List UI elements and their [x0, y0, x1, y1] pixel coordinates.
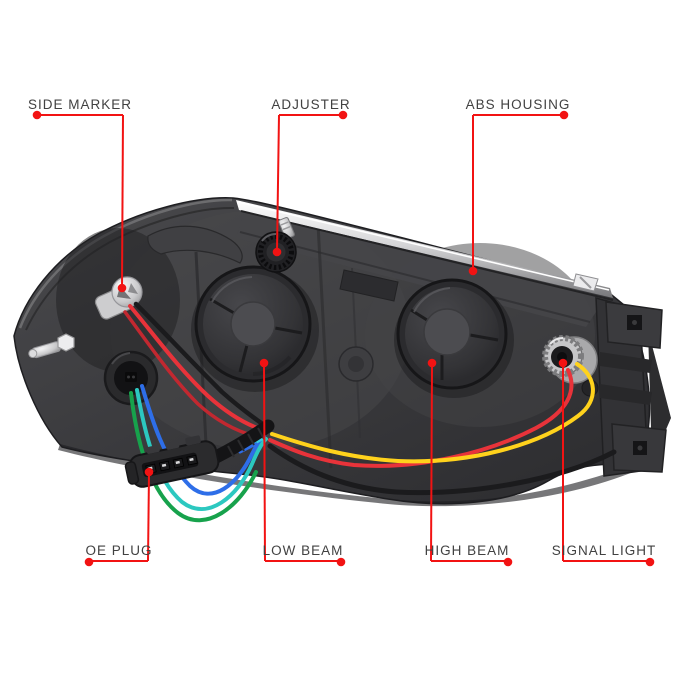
chrome-trim-strip — [236, 200, 614, 301]
callout-side-marker — [32, 110, 127, 293]
callout-abs-housing — [468, 110, 569, 276]
label-adjuster: ADJUSTER — [271, 97, 351, 112]
callout-high-beam — [427, 358, 513, 567]
callout-signal-light — [558, 358, 655, 567]
label-oe-plug: OE PLUG — [85, 543, 153, 558]
callout-annotations — [32, 110, 655, 567]
mounting-bracket — [581, 297, 671, 477]
high-beam-cap — [394, 278, 514, 398]
callout-low-beam — [259, 358, 346, 567]
chrome-bolt — [28, 333, 75, 359]
low-beam-cap — [191, 265, 319, 392]
callout-adjuster — [272, 110, 348, 257]
side-marker-socket — [94, 276, 143, 320]
label-low-beam: LOW BEAM — [262, 543, 344, 558]
headlight-housing — [13, 197, 651, 507]
callout-oe-plug — [84, 467, 154, 567]
label-side-marker: SIDE MARKER — [27, 97, 133, 112]
label-abs-housing: ABS HOUSING — [465, 97, 571, 112]
label-signal-light: SIGNAL LIGHT — [551, 543, 657, 558]
label-high-beam: HIGH BEAM — [424, 543, 510, 558]
